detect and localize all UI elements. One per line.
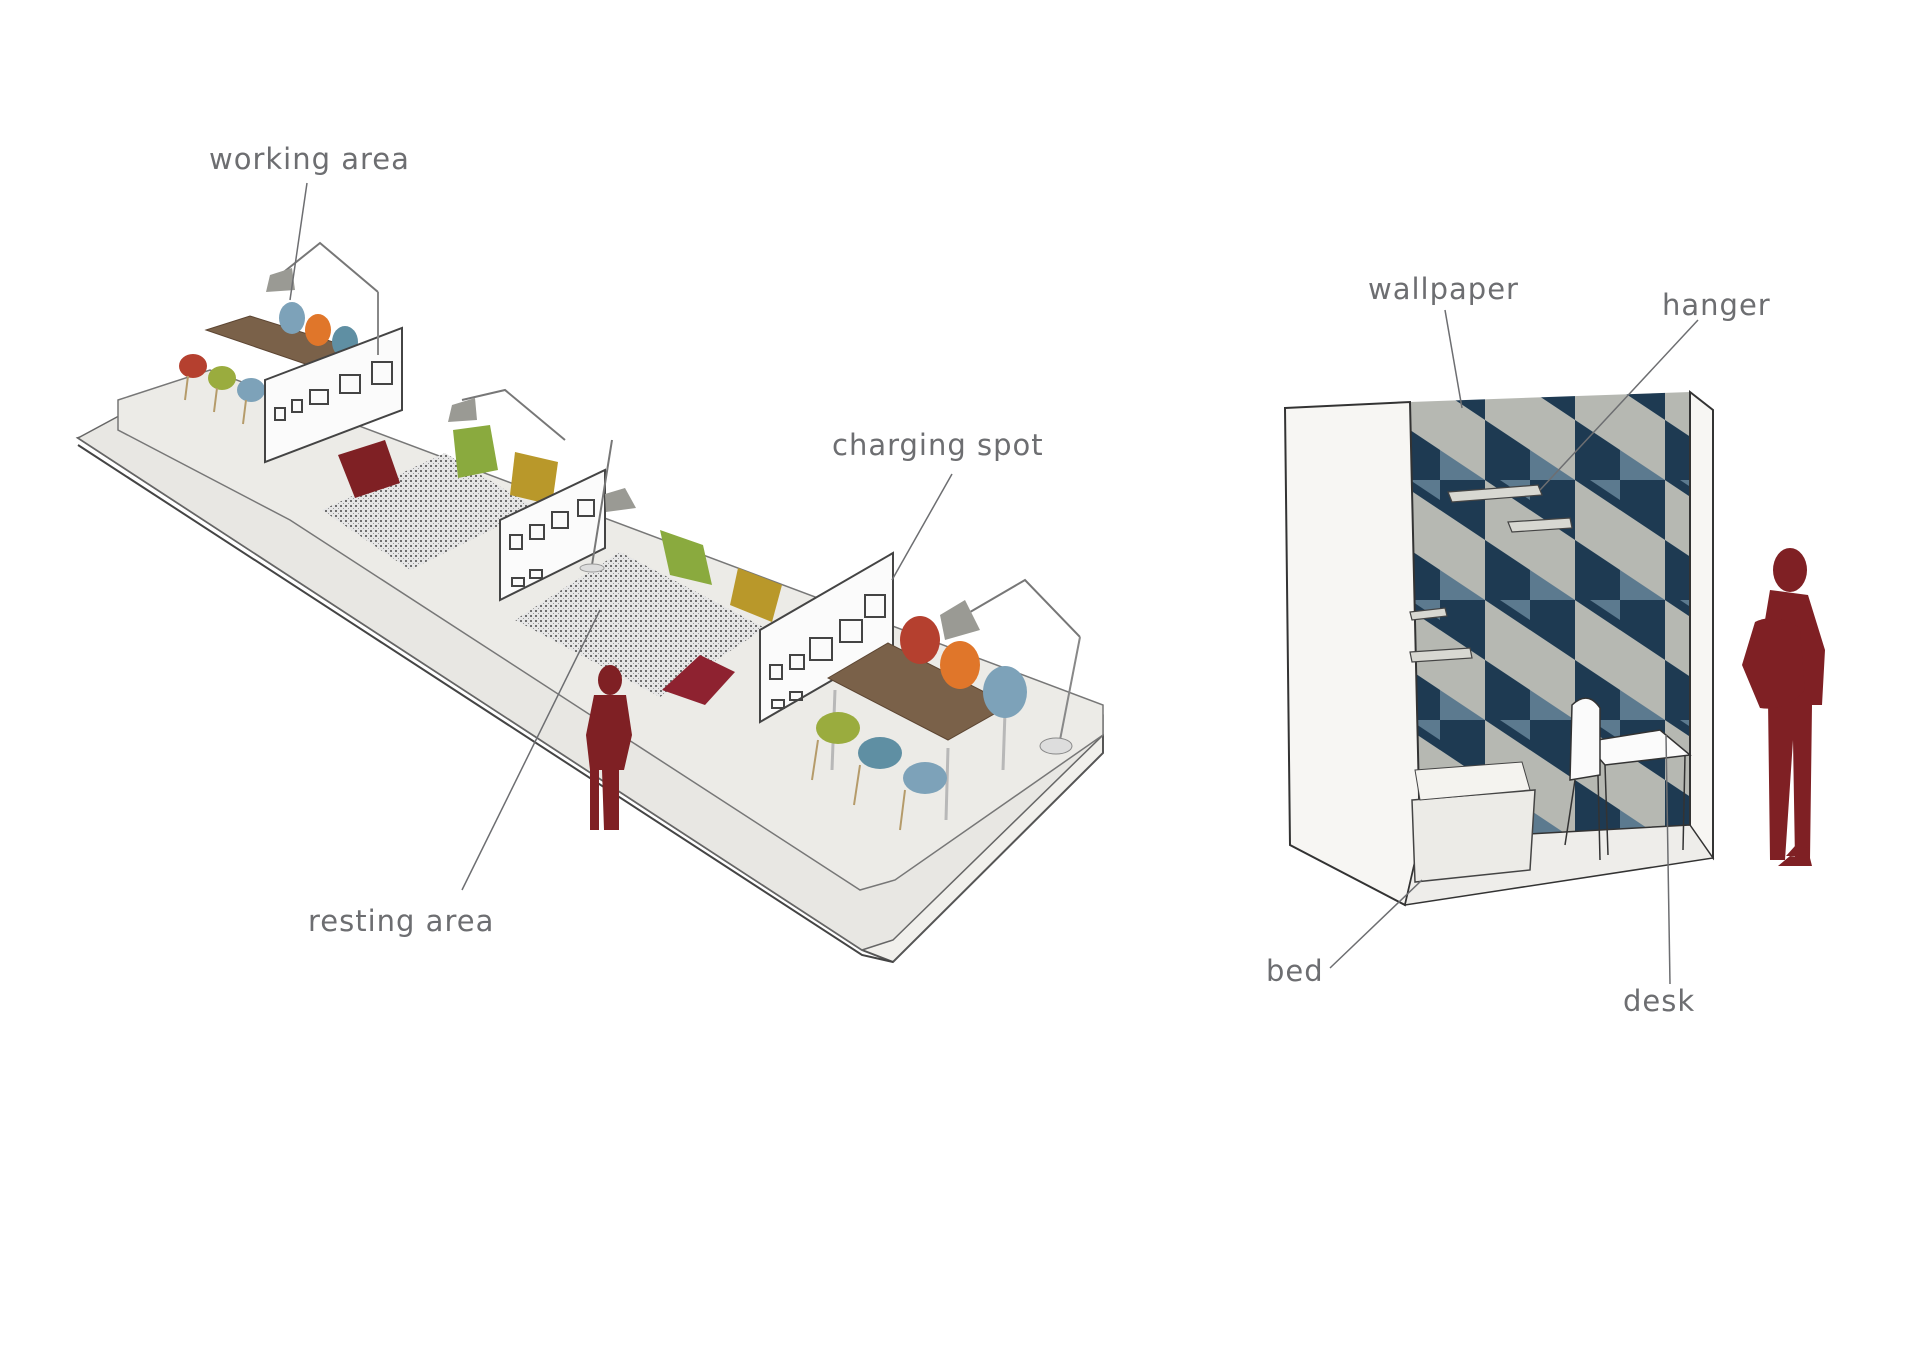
man-silhouette <box>1742 548 1825 866</box>
pod-left-wall <box>1283 400 1422 907</box>
leader-charging-spot <box>891 473 953 581</box>
leader-desk <box>1665 734 1671 985</box>
cushion-red-1 <box>338 440 400 498</box>
lamp-arm-2 <box>461 388 566 441</box>
label-charging-spot: charging spot <box>832 428 1044 462</box>
platform-edge-line <box>77 444 894 963</box>
label-bed: bed <box>1266 954 1324 988</box>
label-working-area: working area <box>209 142 410 176</box>
cushion-yellow-1 <box>510 452 558 505</box>
leader-wallpaper <box>1444 309 1463 409</box>
sleep-pod <box>1283 389 1715 907</box>
rug-1 <box>322 453 535 570</box>
cushion-red-2 <box>662 655 735 705</box>
label-hanger: hanger <box>1662 288 1771 322</box>
hanger-shelf-2 <box>1507 517 1573 533</box>
label-resting-area: resting area <box>308 904 495 938</box>
lamp-shade-4 <box>940 600 980 640</box>
lamp-shade-3 <box>605 488 636 512</box>
lamp-shade-2 <box>448 398 477 422</box>
charging-board-1 <box>264 326 403 464</box>
cushion-green-1 <box>453 425 498 478</box>
leader-resting-area <box>461 609 601 891</box>
label-wallpaper: wallpaper <box>1368 272 1519 306</box>
leader-bed <box>1329 879 1423 969</box>
woman-silhouette <box>586 665 632 830</box>
pod-right-wall <box>1689 389 1714 861</box>
label-desk: desk <box>1623 984 1696 1018</box>
cushion-green-2 <box>660 530 712 585</box>
hanger-shelf-3 <box>1409 607 1448 621</box>
bed <box>1411 789 1536 883</box>
backpack-silhouette <box>1742 618 1805 709</box>
hanger-shelf-4 <box>1409 647 1473 663</box>
lounge-axonometric <box>75 241 1104 964</box>
hanger-shelf-1 <box>1447 484 1543 503</box>
lamp-shade-1 <box>266 268 295 292</box>
cushion-yellow-2 <box>730 568 782 622</box>
leader-working-area <box>289 182 308 301</box>
wallpaper-wall <box>1410 392 1690 840</box>
leader-hanger <box>1539 319 1699 491</box>
lamp-arm-4 <box>964 578 1081 638</box>
pod-chair <box>1569 697 1601 781</box>
lamp-arm-1 <box>279 241 379 293</box>
